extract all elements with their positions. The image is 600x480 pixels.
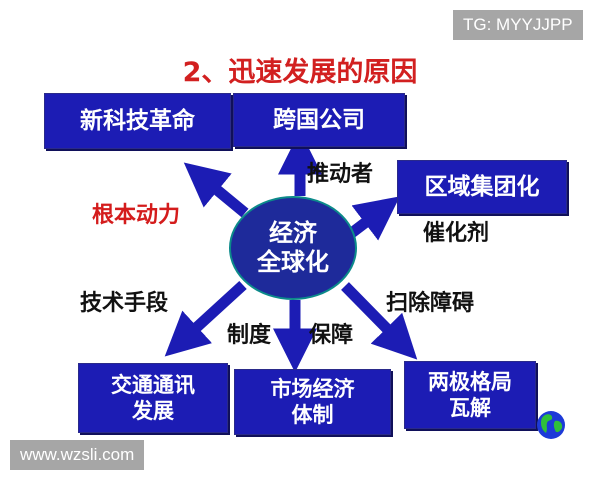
box-multinationals: 跨国公司	[233, 93, 405, 147]
globe-icon	[537, 411, 565, 439]
box-tech-revolution-text: 新科技革命	[80, 107, 195, 134]
box-market-economy-line2: 体制	[291, 403, 334, 427]
center-economic-globalization: 经济 全球化	[229, 196, 357, 300]
box-transport-line1: 交通通讯	[111, 372, 195, 397]
box-transport-line2: 发展	[132, 399, 174, 423]
label-technical-means: 技术手段	[80, 291, 169, 316]
label-fundamental-force: 根本动力	[92, 203, 181, 228]
box-transport: 交通通讯 发展	[78, 363, 228, 433]
arrow-to-tech-revolution	[183, 162, 249, 218]
box-market-economy-line1: 市场经济	[270, 376, 355, 401]
arrow-to-bipolar	[341, 282, 418, 360]
box-market-economy: 市场经济 体制	[234, 369, 391, 435]
box-regional-blocs: 区域集团化	[397, 160, 567, 214]
box-tech-revolution: 新科技革命	[44, 93, 231, 149]
label-remove-barriers: 扫除障碍	[386, 291, 475, 316]
box-multinationals-text: 跨国公司	[273, 106, 365, 133]
box-regional-blocs-text: 区域集团化	[424, 173, 540, 200]
center-line1: 经济	[269, 219, 317, 248]
box-bipolar-line1: 两极格局	[428, 369, 512, 394]
watermark-top-right: TG: MYYJJPP	[453, 10, 583, 40]
arrow-to-transport	[164, 280, 247, 357]
label-guarantee: 保障	[309, 323, 354, 348]
label-institutional: 制度	[227, 323, 272, 348]
watermark-bottom-left: www.wzsli.com	[10, 440, 145, 470]
label-catalyst: 催化剂	[423, 221, 490, 246]
box-bipolar-line2: 瓦解	[449, 396, 491, 420]
center-line2: 全球化	[257, 248, 329, 276]
box-bipolar-collapse: 两极格局 瓦解	[404, 361, 536, 429]
page-title: 2、迅速发展的原因	[182, 57, 418, 88]
label-promoter: 推动者	[307, 162, 374, 187]
